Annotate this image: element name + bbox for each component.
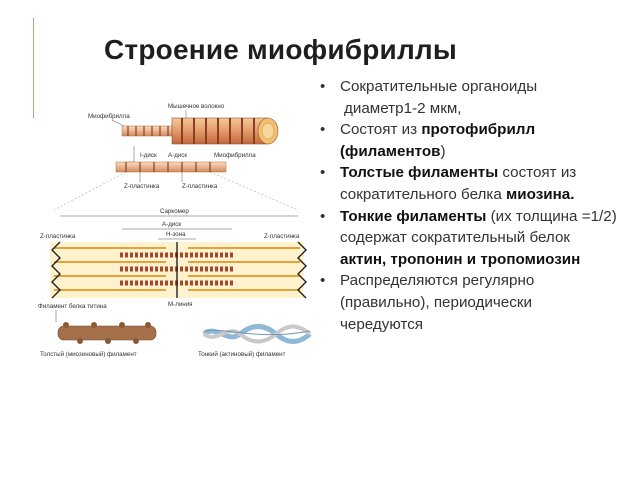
label-h-zone: Н-зона bbox=[166, 231, 186, 238]
bullet-item: • Толстые филаменты состоят из сократител… bbox=[318, 162, 618, 205]
page-title: Строение миофибриллы bbox=[104, 34, 458, 65]
bullet-text: ) bbox=[440, 142, 446, 160]
label-a-disk: А-диск bbox=[168, 152, 187, 159]
bullet-text: (их толщина =1/2) содержат сократительны… bbox=[340, 207, 617, 247]
label-m-line: М-линия bbox=[168, 301, 193, 308]
sarcomere-illustration: Саркомер А-диск Н-зона Z-пластинка Z-пла… bbox=[38, 208, 307, 322]
bullet-item: • Сократительные органоиды bbox=[318, 76, 618, 98]
bullet-dot: • bbox=[320, 164, 326, 182]
thick-filament-illustration: Толстый (миозиновый) филамент bbox=[40, 322, 157, 358]
bullet-dot: • bbox=[320, 207, 326, 225]
thin-filament-illustration: Тонкий (актиновый) филамент bbox=[198, 324, 312, 358]
label-sarcomere: Саркомер bbox=[160, 208, 189, 215]
accent-line bbox=[33, 18, 34, 118]
bullet-text: протофибрилл (филаментов bbox=[340, 121, 536, 160]
label-z-plate-1: Z-пластинка bbox=[124, 183, 160, 190]
label-myofibril: Миофибрилла bbox=[88, 113, 130, 120]
myofibril-diagram: Миофибрилла Мышечное волокно I-диск А-ди… bbox=[38, 103, 312, 358]
label-z-plate-left: Z-пластинка bbox=[40, 233, 76, 240]
bullet-continuation: диаметр1-2 мкм, bbox=[344, 99, 462, 117]
bullet-text: Состоят из bbox=[340, 121, 422, 139]
muscle-fiber-illustration: Миофибрилла Мышечное волокно bbox=[88, 103, 279, 145]
bullet-text: Толстые филаменты bbox=[340, 164, 499, 182]
bullet-text: миозина. bbox=[506, 185, 575, 203]
bullet-dot: • bbox=[320, 121, 326, 139]
bullet-text: актин, тропонин и тропомиозин bbox=[340, 250, 581, 268]
bullet-item: • Распределяются регулярно (правильно), п… bbox=[318, 270, 618, 335]
myofibril-detail: I-диск А-диск Миофибрилла Z-пластинка Z-… bbox=[53, 146, 299, 211]
bullet-dot: • bbox=[320, 272, 326, 290]
bullet-dot: • bbox=[320, 78, 326, 95]
bullet-text: состоят из сократительного белка bbox=[340, 164, 577, 203]
label-z-plate-right: Z-пластинка bbox=[264, 233, 300, 240]
label-myofibril-2: Миофибрилла bbox=[214, 152, 256, 159]
bullet-text: Тонкие филаменты bbox=[340, 207, 487, 225]
bullet-item: • Тонкие филаменты (их толщина =1/2) соде… bbox=[318, 206, 618, 271]
bullet-list: • Сократительные органоиды диаметр1-2 мкм,… bbox=[318, 76, 618, 335]
label-thin-filament: Тонкий (актиновый) филамент bbox=[198, 351, 286, 358]
label-a-disk-2: А-диск bbox=[162, 221, 181, 228]
label-i-disk: I-диск bbox=[140, 152, 157, 159]
label-muscle-fiber: Мышечное волокно bbox=[168, 103, 225, 110]
label-z-plate-2: Z-пластинка bbox=[182, 183, 218, 190]
label-thick-filament: Толстый (миозиновый) филамент bbox=[40, 351, 137, 358]
bullet-item: • Состоят из протофибрилл (филаментов) bbox=[318, 119, 618, 162]
bullet-text: Распределяются регулярно (правильно), пе… bbox=[340, 272, 535, 333]
bullet-text: Сократительные органоиды bbox=[340, 78, 538, 95]
label-titin: Филамент белка титина bbox=[38, 303, 107, 310]
